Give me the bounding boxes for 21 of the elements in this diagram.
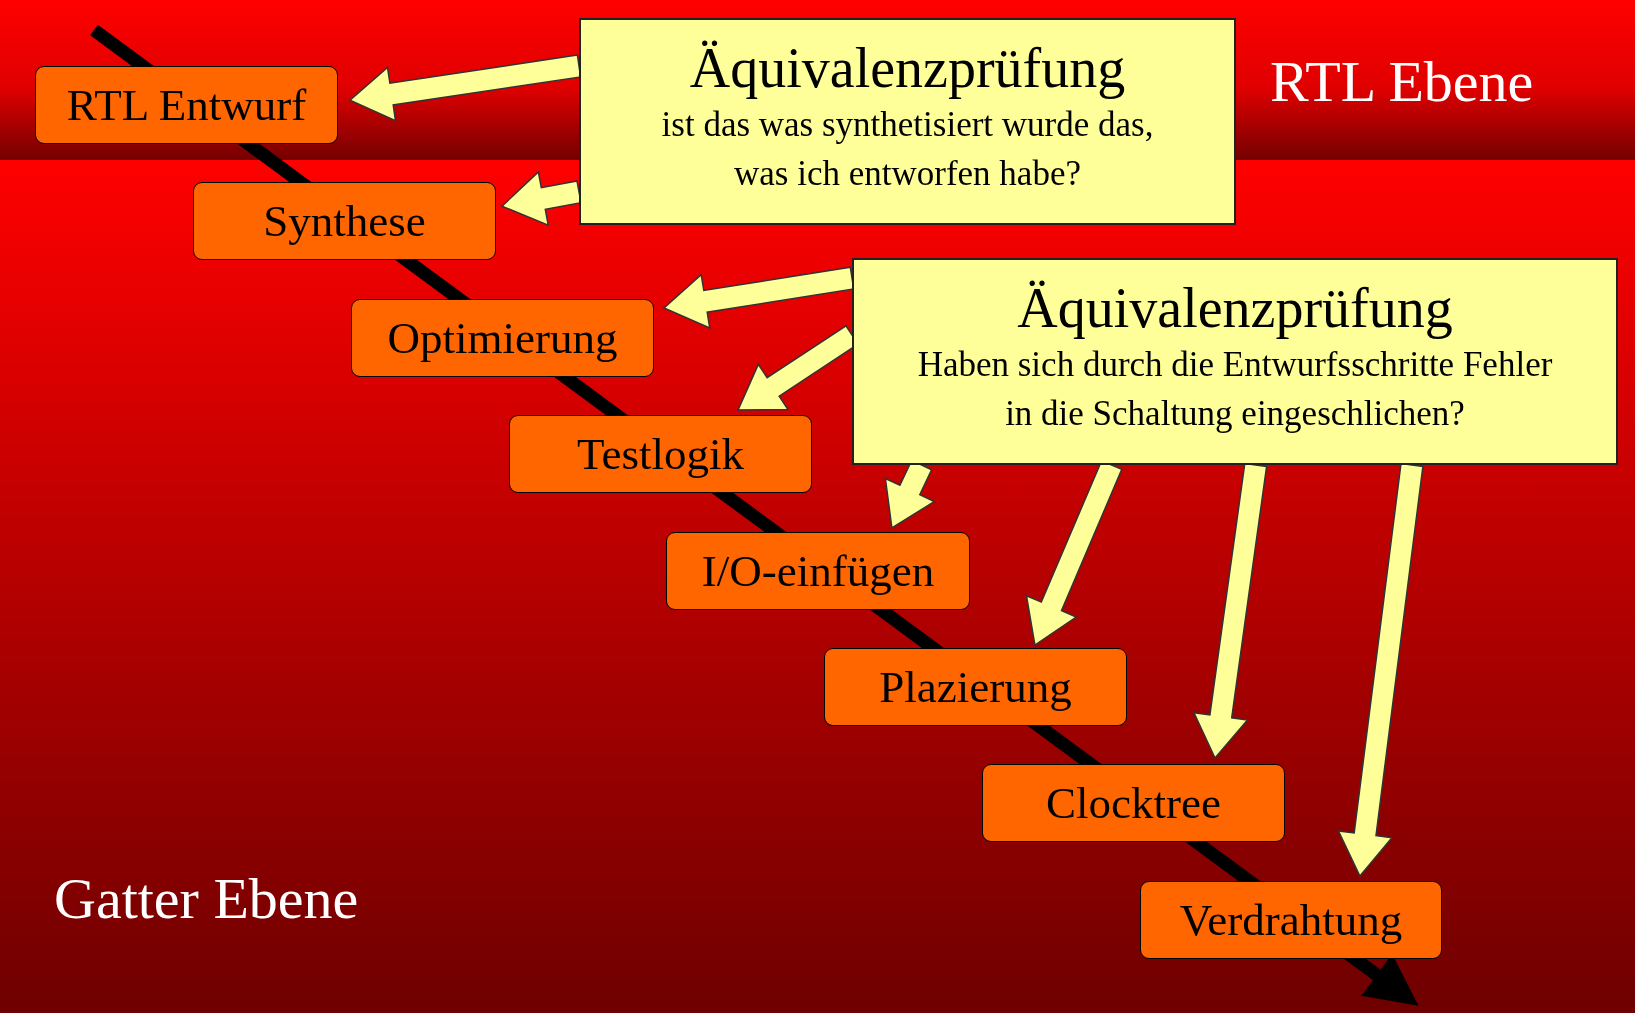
block-arrow — [1192, 462, 1268, 760]
note-text: ist das was synthetisiert wurde das, was ich entworfen habe? — [660, 103, 1155, 195]
level-label: RTL Ebene — [1270, 48, 1534, 115]
process-step-box: I/O-einfügen — [666, 532, 970, 610]
process-step-box: RTL Entwurf — [35, 66, 338, 144]
note-title: Äquivalenzprüfung — [689, 38, 1126, 100]
process-step-box: Testlogik — [509, 415, 812, 493]
process-step-box: Verdrahtung — [1140, 881, 1442, 959]
note-text: Haben sich durch die Entwurfsschritte Fehler in die Schaltung eingeschlichen? — [916, 343, 1554, 435]
block-arrow — [662, 266, 855, 330]
note-title: Äquivalenzprüfung — [1017, 278, 1453, 340]
block-arrow — [500, 170, 582, 227]
note-box — [579, 18, 1236, 225]
process-step-box: Synthese — [193, 182, 496, 260]
block-arrow — [1337, 462, 1424, 878]
level-label: Gatter Ebene — [54, 865, 359, 932]
process-step-box: Clocktree — [982, 764, 1285, 842]
process-step-box: Optimierung — [351, 299, 654, 377]
note-box — [852, 258, 1618, 465]
block-arrow — [348, 54, 582, 123]
process-step-box: Plazierung — [824, 648, 1127, 726]
